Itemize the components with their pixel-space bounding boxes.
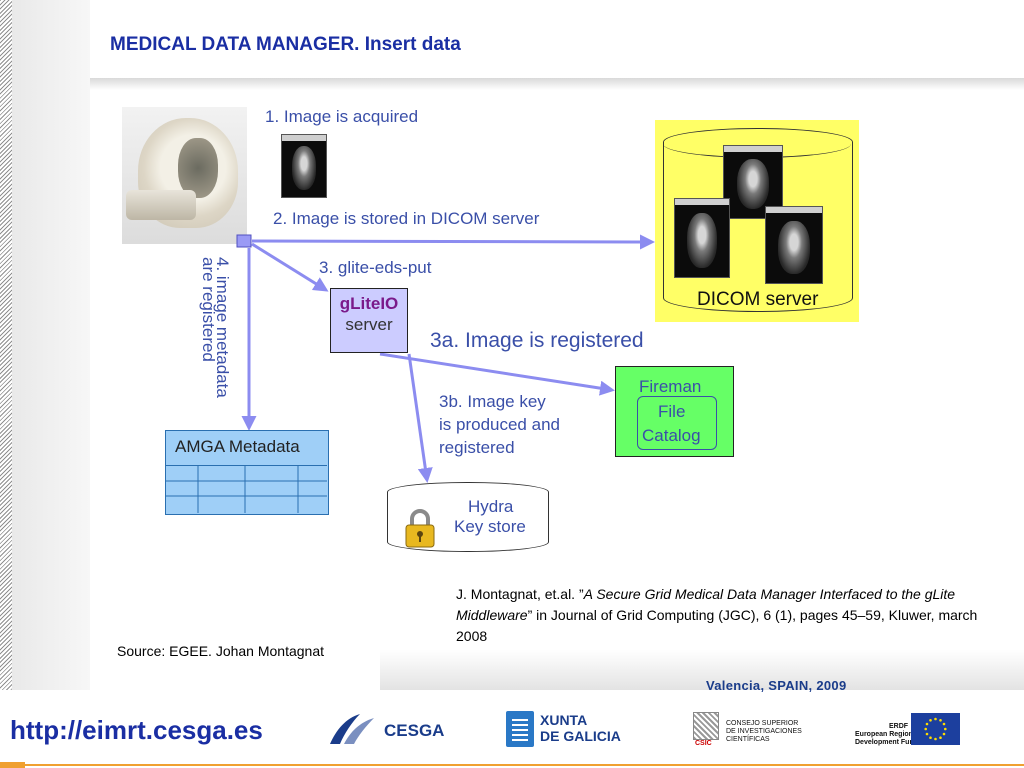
fireman-label-line2: File [658, 402, 686, 421]
dicom-image-thumbnail [674, 198, 730, 278]
dicom-cylinder-outline [663, 128, 853, 312]
erdf-logo-line2: European Regional [855, 731, 919, 738]
arrow-to-glite [251, 242, 329, 292]
scanner-output-node [236, 234, 252, 248]
fireman-scroll-icon [637, 396, 717, 450]
dicom-server-label: DICOM server [697, 289, 819, 310]
glite-io-name: gLiteIO [339, 294, 399, 313]
step3b-label-line3: registered [439, 438, 515, 457]
amga-table-header [165, 430, 327, 466]
left-panel-decoration [12, 0, 90, 690]
amga-metadata-table [165, 430, 329, 515]
title-underline-band [90, 78, 1024, 90]
csic-logo-line2: DE INVESTIGACIONES [726, 728, 802, 735]
project-url-link[interactable]: http://eimrt.cesga.es [10, 715, 263, 745]
fireman-label-line3: Catalog [642, 426, 701, 445]
mri-scanner-bore [178, 138, 218, 198]
csic-mark: CSIC [695, 740, 712, 747]
slide-title: MEDICAL DATA MANAGER. Insert data [110, 34, 461, 55]
cesga-logo-icon [330, 714, 374, 744]
footer-accent-line [0, 764, 1024, 766]
citation-prefix: J. Montagnat, et.al. ” [456, 586, 584, 602]
glite-io-role: server [345, 315, 393, 334]
event-location: Valencia, SPAIN, 2009 [706, 678, 847, 693]
fireman-label-line1: Fireman [639, 377, 702, 396]
step3-label: 3. glite-eds-put [319, 258, 432, 277]
source-credit: Source: EGEE. Johan Montagnat [117, 643, 325, 659]
step4-label-line2: are registered [199, 257, 218, 362]
amga-table-grid [165, 466, 327, 513]
csic-emblem-icon [693, 712, 719, 740]
glite-io-server-box: gLiteIO server [330, 288, 408, 353]
step2-label: 2. Image is stored in DICOM server [273, 209, 540, 228]
padlock-icon [405, 509, 435, 548]
arrow-to-hydra [407, 353, 433, 483]
arrow-to-dicom [251, 234, 655, 250]
step3b-label-line1: 3b. Image key [439, 392, 546, 411]
xunta-shield-icon [506, 711, 534, 747]
xunta-logo-line2: DE GALICIA [540, 728, 621, 744]
csic-logo-line3: CIENTÍFICAS [726, 736, 770, 743]
step3b-label-line2: is produced and [439, 415, 560, 434]
hydra-label-line1: Hydra [468, 497, 514, 516]
erdf-logo-line3: Development Fund [855, 739, 919, 746]
csic-logo-line1: CONSEJO SUPERIOR [726, 720, 799, 727]
citation-title: A Secure Grid Medical Data Manager Inter… [456, 586, 956, 623]
left-stripe-decoration [0, 0, 12, 690]
acquired-image-thumbnail [281, 134, 327, 198]
step1-label: 1. Image is acquired [265, 107, 419, 126]
hydra-label-line2: Key store [454, 517, 526, 536]
arrow-to-fireman [379, 352, 615, 396]
eu-flag-icon [911, 713, 960, 745]
dicom-image-thumbnail [765, 206, 823, 284]
mri-scanner-bed [126, 190, 196, 220]
citation-text: J. Montagnat, et.al. ”A Secure Grid Medi… [456, 584, 1006, 647]
xunta-logo-line1: XUNTA [540, 712, 588, 728]
citation-suffix: ” in Journal of Grid Computing (JGC), 6 … [456, 607, 978, 644]
footer-gradient-band [380, 650, 1024, 690]
amga-label: AMGA Metadata [175, 437, 300, 456]
step3a-label: 3a. Image is registered [430, 329, 644, 352]
cesga-logo-text: CESGA [384, 721, 445, 740]
fireman-catalog-box [615, 366, 734, 457]
erdf-logo-line1: ERDF [889, 723, 909, 730]
